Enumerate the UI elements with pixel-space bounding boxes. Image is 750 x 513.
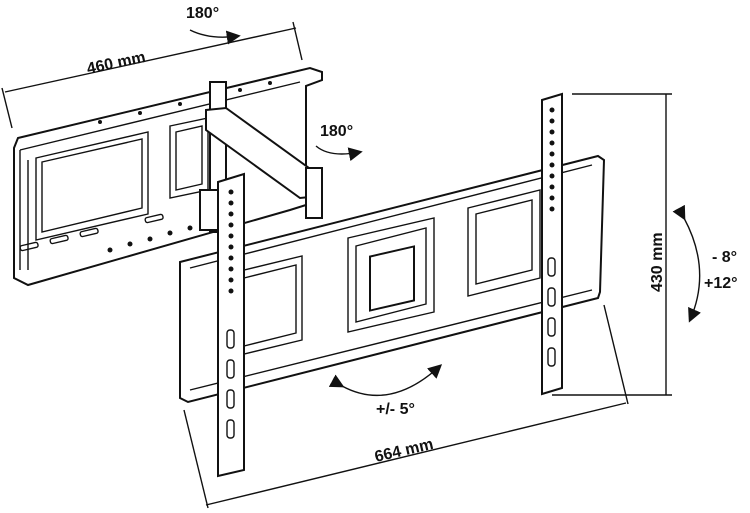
top-swivel-label: 180° [186, 5, 219, 22]
arm-swivel-arrow-icon [315, 145, 363, 162]
dimension-664 [183, 304, 629, 509]
tilt-up-label: +12° [704, 275, 738, 292]
dimension-460 [1, 21, 303, 129]
level-label: +/- 5° [376, 401, 415, 418]
top-swivel-arrow-icon [189, 29, 241, 45]
level-arrow-icon [328, 364, 443, 397]
dimension-430 [552, 93, 672, 396]
tilt-down-label: - 8° [712, 249, 737, 266]
wall-plate-width-label: 460 mm [85, 49, 147, 78]
tv-plate-width-label: 664 mm [373, 436, 435, 466]
swivel-arm [199, 81, 323, 233]
right-vertical-bracket [541, 92, 563, 396]
tilt-arrow-icon [672, 204, 701, 323]
left-vertical-bracket [217, 172, 245, 478]
tv-plate [179, 154, 606, 404]
tv-plate-height-label: 430 mm [649, 232, 666, 292]
arm-swivel-label: 180° [320, 123, 353, 140]
